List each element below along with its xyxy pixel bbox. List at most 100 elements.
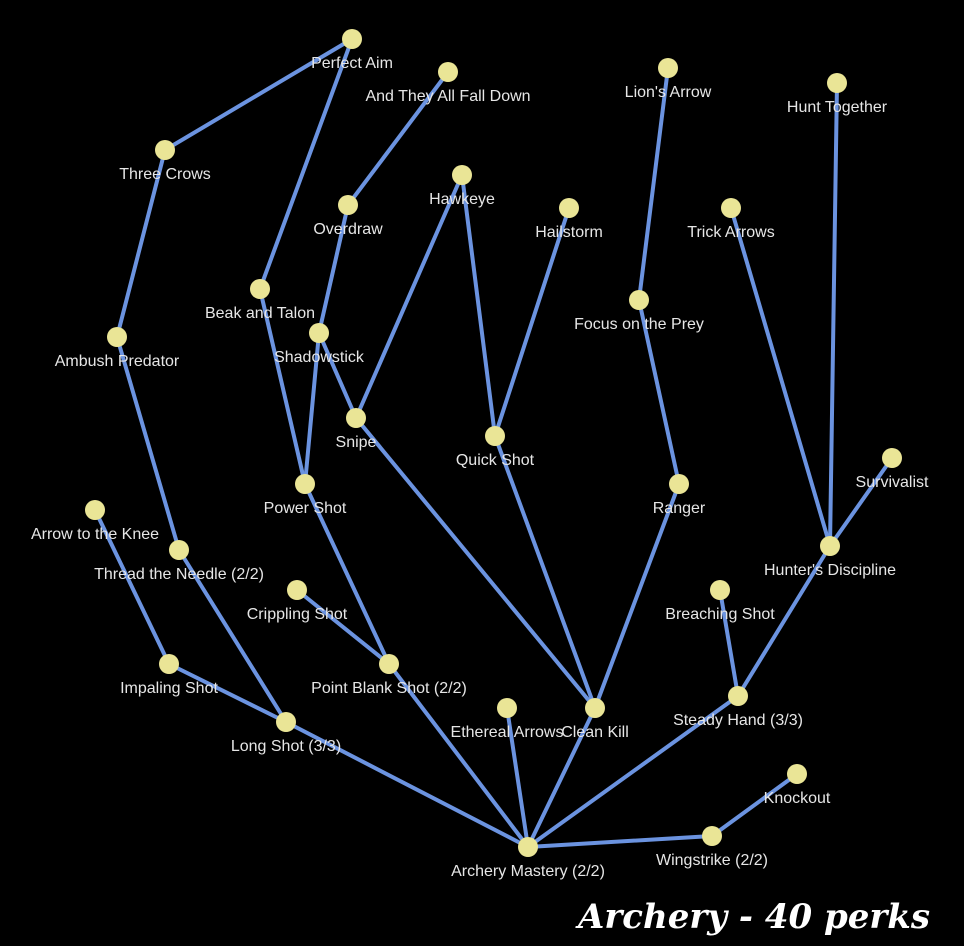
perk-label-long-shot: Long Shot (3/3): [231, 738, 341, 755]
perk-node-ethereal-arrows[interactable]: [497, 698, 517, 718]
perk-label-clean-kill: Clean Kill: [561, 724, 629, 741]
perk-node-crippling-shot[interactable]: [287, 580, 307, 600]
perk-label-snipe: Snipe: [336, 434, 377, 451]
edge-point-blank-shot-to-power-shot: [303, 482, 391, 666]
perk-node-lions-arrow[interactable]: [658, 58, 678, 78]
perk-label-arrow-to-the-knee: Arrow to the Knee: [31, 526, 159, 543]
perk-label-trick-arrows: Trick Arrows: [687, 224, 774, 241]
perk-label-quick-shot: Quick Shot: [456, 452, 535, 469]
edge-archery-mastery-to-steady-hand: [526, 694, 740, 849]
edge-hawkeye-to-quick-shot: [460, 173, 497, 438]
edge-overdraw-to-and-they-all-fall-down: [346, 70, 450, 207]
perk-node-long-shot[interactable]: [276, 712, 296, 732]
perk-node-wingstrike[interactable]: [702, 826, 722, 846]
edge-ranger-to-focus-on-the-prey: [637, 298, 681, 486]
edge-archery-mastery-to-clean-kill: [526, 706, 597, 849]
edge-beak-and-talon-to-power-shot: [258, 287, 307, 486]
edge-steady-hand-to-breaching-shot: [718, 588, 740, 698]
perk-node-steady-hand[interactable]: [728, 686, 748, 706]
edge-clean-kill-to-snipe: [354, 416, 597, 710]
edge-shadowstick-to-snipe: [317, 331, 358, 420]
perk-node-hailstorm[interactable]: [559, 198, 579, 218]
perk-node-point-blank-shot[interactable]: [379, 654, 399, 674]
perk-node-focus-on-the-prey[interactable]: [629, 290, 649, 310]
perk-node-perfect-aim[interactable]: [342, 29, 362, 49]
perk-label-hawkeye: Hawkeye: [429, 191, 495, 208]
perk-label-impaling-shot: Impaling Shot: [120, 680, 218, 697]
perk-label-hailstorm: Hailstorm: [535, 224, 603, 241]
perk-node-hunt-together[interactable]: [827, 73, 847, 93]
perk-label-power-shot: Power Shot: [264, 500, 347, 517]
perk-node-ambush-predator[interactable]: [107, 327, 127, 347]
edge-archery-mastery-to-ethereal-arrows: [505, 706, 530, 849]
perk-node-survivalist[interactable]: [882, 448, 902, 468]
perk-label-wingstrike: Wingstrike (2/2): [656, 852, 768, 869]
edge-archery-mastery-to-point-blank-shot: [387, 662, 530, 849]
perk-node-beak-and-talon[interactable]: [250, 279, 270, 299]
edge-clean-kill-to-quick-shot: [493, 434, 597, 710]
edge-power-shot-to-shadowstick: [303, 331, 321, 486]
perk-node-and-they-all-fall-down[interactable]: [438, 62, 458, 82]
perk-labels: Archery Mastery (2/2) Long Shot (3/3) Impa…: [31, 55, 929, 880]
perk-label-hunters-discipline: Hunter's Discipline: [764, 562, 896, 579]
perk-label-breaching-shot: Breaching Shot: [665, 606, 775, 623]
perk-node-trick-arrows[interactable]: [721, 198, 741, 218]
perk-label-shadowstick: Shadowstick: [274, 349, 365, 366]
edge-archery-mastery-to-wingstrike: [526, 834, 714, 849]
perk-node-overdraw[interactable]: [338, 195, 358, 215]
perk-label-overdraw: Overdraw: [313, 221, 383, 238]
perk-nodes: [85, 29, 902, 857]
perk-node-hawkeye[interactable]: [452, 165, 472, 185]
perk-node-breaching-shot[interactable]: [710, 580, 730, 600]
edge-hunters-discipline-to-trick-arrows: [729, 206, 832, 548]
perk-label-survivalist: Survivalist: [856, 474, 929, 491]
perk-node-knockout[interactable]: [787, 764, 807, 784]
edge-thread-the-needle-to-ambush-predator: [115, 335, 181, 552]
edge-focus-on-the-prey-to-lions-arrow: [637, 66, 670, 302]
edge-snipe-to-hawkeye: [354, 173, 464, 420]
edge-hunters-discipline-to-hunt-together: [828, 81, 839, 548]
edge-wingstrike-to-knockout: [710, 772, 799, 838]
edge-impaling-shot-to-arrow-to-the-knee: [93, 508, 171, 666]
perk-node-clean-kill[interactable]: [585, 698, 605, 718]
perk-label-beak-and-talon: Beak and Talon: [205, 305, 315, 322]
edge-long-shot-to-impaling-shot: [167, 662, 288, 724]
perk-label-ranger: Ranger: [653, 500, 706, 517]
edge-three-crows-to-perfect-aim: [163, 37, 354, 152]
edge-archery-mastery-to-long-shot: [284, 720, 530, 849]
perk-node-archery-mastery[interactable]: [518, 837, 538, 857]
perk-label-crippling-shot: Crippling Shot: [247, 606, 348, 623]
perk-node-three-crows[interactable]: [155, 140, 175, 160]
edge-hunters-discipline-to-survivalist: [828, 456, 894, 548]
perk-node-power-shot[interactable]: [295, 474, 315, 494]
edge-long-shot-to-thread-the-needle: [177, 548, 288, 724]
perk-node-impaling-shot[interactable]: [159, 654, 179, 674]
perk-label-ambush-predator: Ambush Predator: [55, 353, 180, 370]
edge-point-blank-shot-to-crippling-shot: [295, 588, 391, 666]
perk-edges: [93, 37, 894, 849]
perk-label-ethereal-arrows: Ethereal Arrows: [451, 724, 564, 741]
perk-label-hunt-together: Hunt Together: [787, 99, 888, 116]
perk-label-thread-the-needle: Thread the Needle (2/2): [94, 566, 264, 583]
edge-steady-hand-to-hunters-discipline: [736, 544, 832, 698]
perk-node-hunters-discipline[interactable]: [820, 536, 840, 556]
perk-node-quick-shot[interactable]: [485, 426, 505, 446]
perk-node-ranger[interactable]: [669, 474, 689, 494]
perk-label-lions-arrow: Lion's Arrow: [625, 84, 712, 101]
perk-label-steady-hand: Steady Hand (3/3): [673, 712, 803, 729]
perk-label-perfect-aim: Perfect Aim: [311, 55, 393, 72]
perk-node-snipe[interactable]: [346, 408, 366, 428]
tree-title: Archery - 40 perks: [575, 897, 930, 937]
perk-label-archery-mastery: Archery Mastery (2/2): [451, 863, 605, 880]
edge-shadowstick-to-overdraw: [317, 203, 350, 335]
edge-ambush-predator-to-three-crows: [115, 148, 167, 339]
perk-node-shadowstick[interactable]: [309, 323, 329, 343]
perk-label-knockout: Knockout: [764, 790, 831, 807]
edge-quick-shot-to-hailstorm: [493, 206, 571, 438]
perk-label-three-crows: Three Crows: [119, 166, 211, 183]
perk-node-arrow-to-the-knee[interactable]: [85, 500, 105, 520]
perk-label-and-they-all-fall-down: And They All Fall Down: [365, 88, 530, 105]
perk-label-focus-on-the-prey: Focus on the Prey: [574, 316, 704, 333]
perk-node-thread-the-needle[interactable]: [169, 540, 189, 560]
